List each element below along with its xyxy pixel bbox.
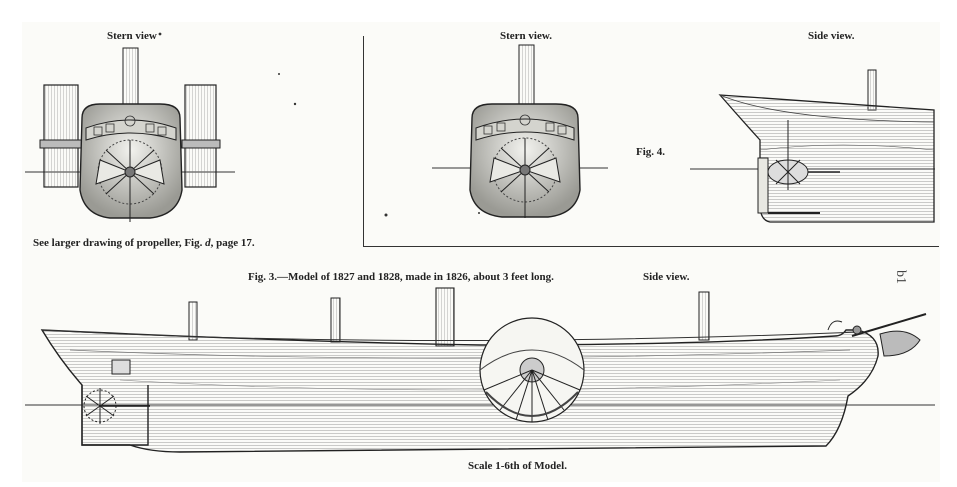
fig4-label: Fig. 4. <box>636 146 666 158</box>
propeller-note-prefix: See larger drawing of propeller, Fig. <box>33 237 203 249</box>
fig3-caption: Fig. 3.—Model of 1827 and 1828, made in … <box>248 271 554 283</box>
scale-label: Scale 1-6th of Model. <box>468 460 567 472</box>
stern-view-mid-drawing <box>432 44 608 218</box>
side-view-bottom-label: Side view. <box>643 271 690 283</box>
propeller-note-fig: d <box>205 237 211 249</box>
ship-side-view-large <box>25 287 935 453</box>
side-view-top-label: Side view. <box>808 30 855 42</box>
propeller-note: See larger drawing of propeller, Fig. d,… <box>33 237 255 249</box>
stern-view-left-drawing <box>25 47 235 222</box>
fig4-frame <box>363 36 939 247</box>
ink-specks <box>158 32 480 217</box>
stern-view-mid-label: Stern view. <box>500 30 552 42</box>
side-view-top-drawing <box>690 69 935 223</box>
propeller-note-suffix: , page 17. <box>210 237 255 249</box>
stern-view-left-label: Stern view <box>107 30 157 42</box>
